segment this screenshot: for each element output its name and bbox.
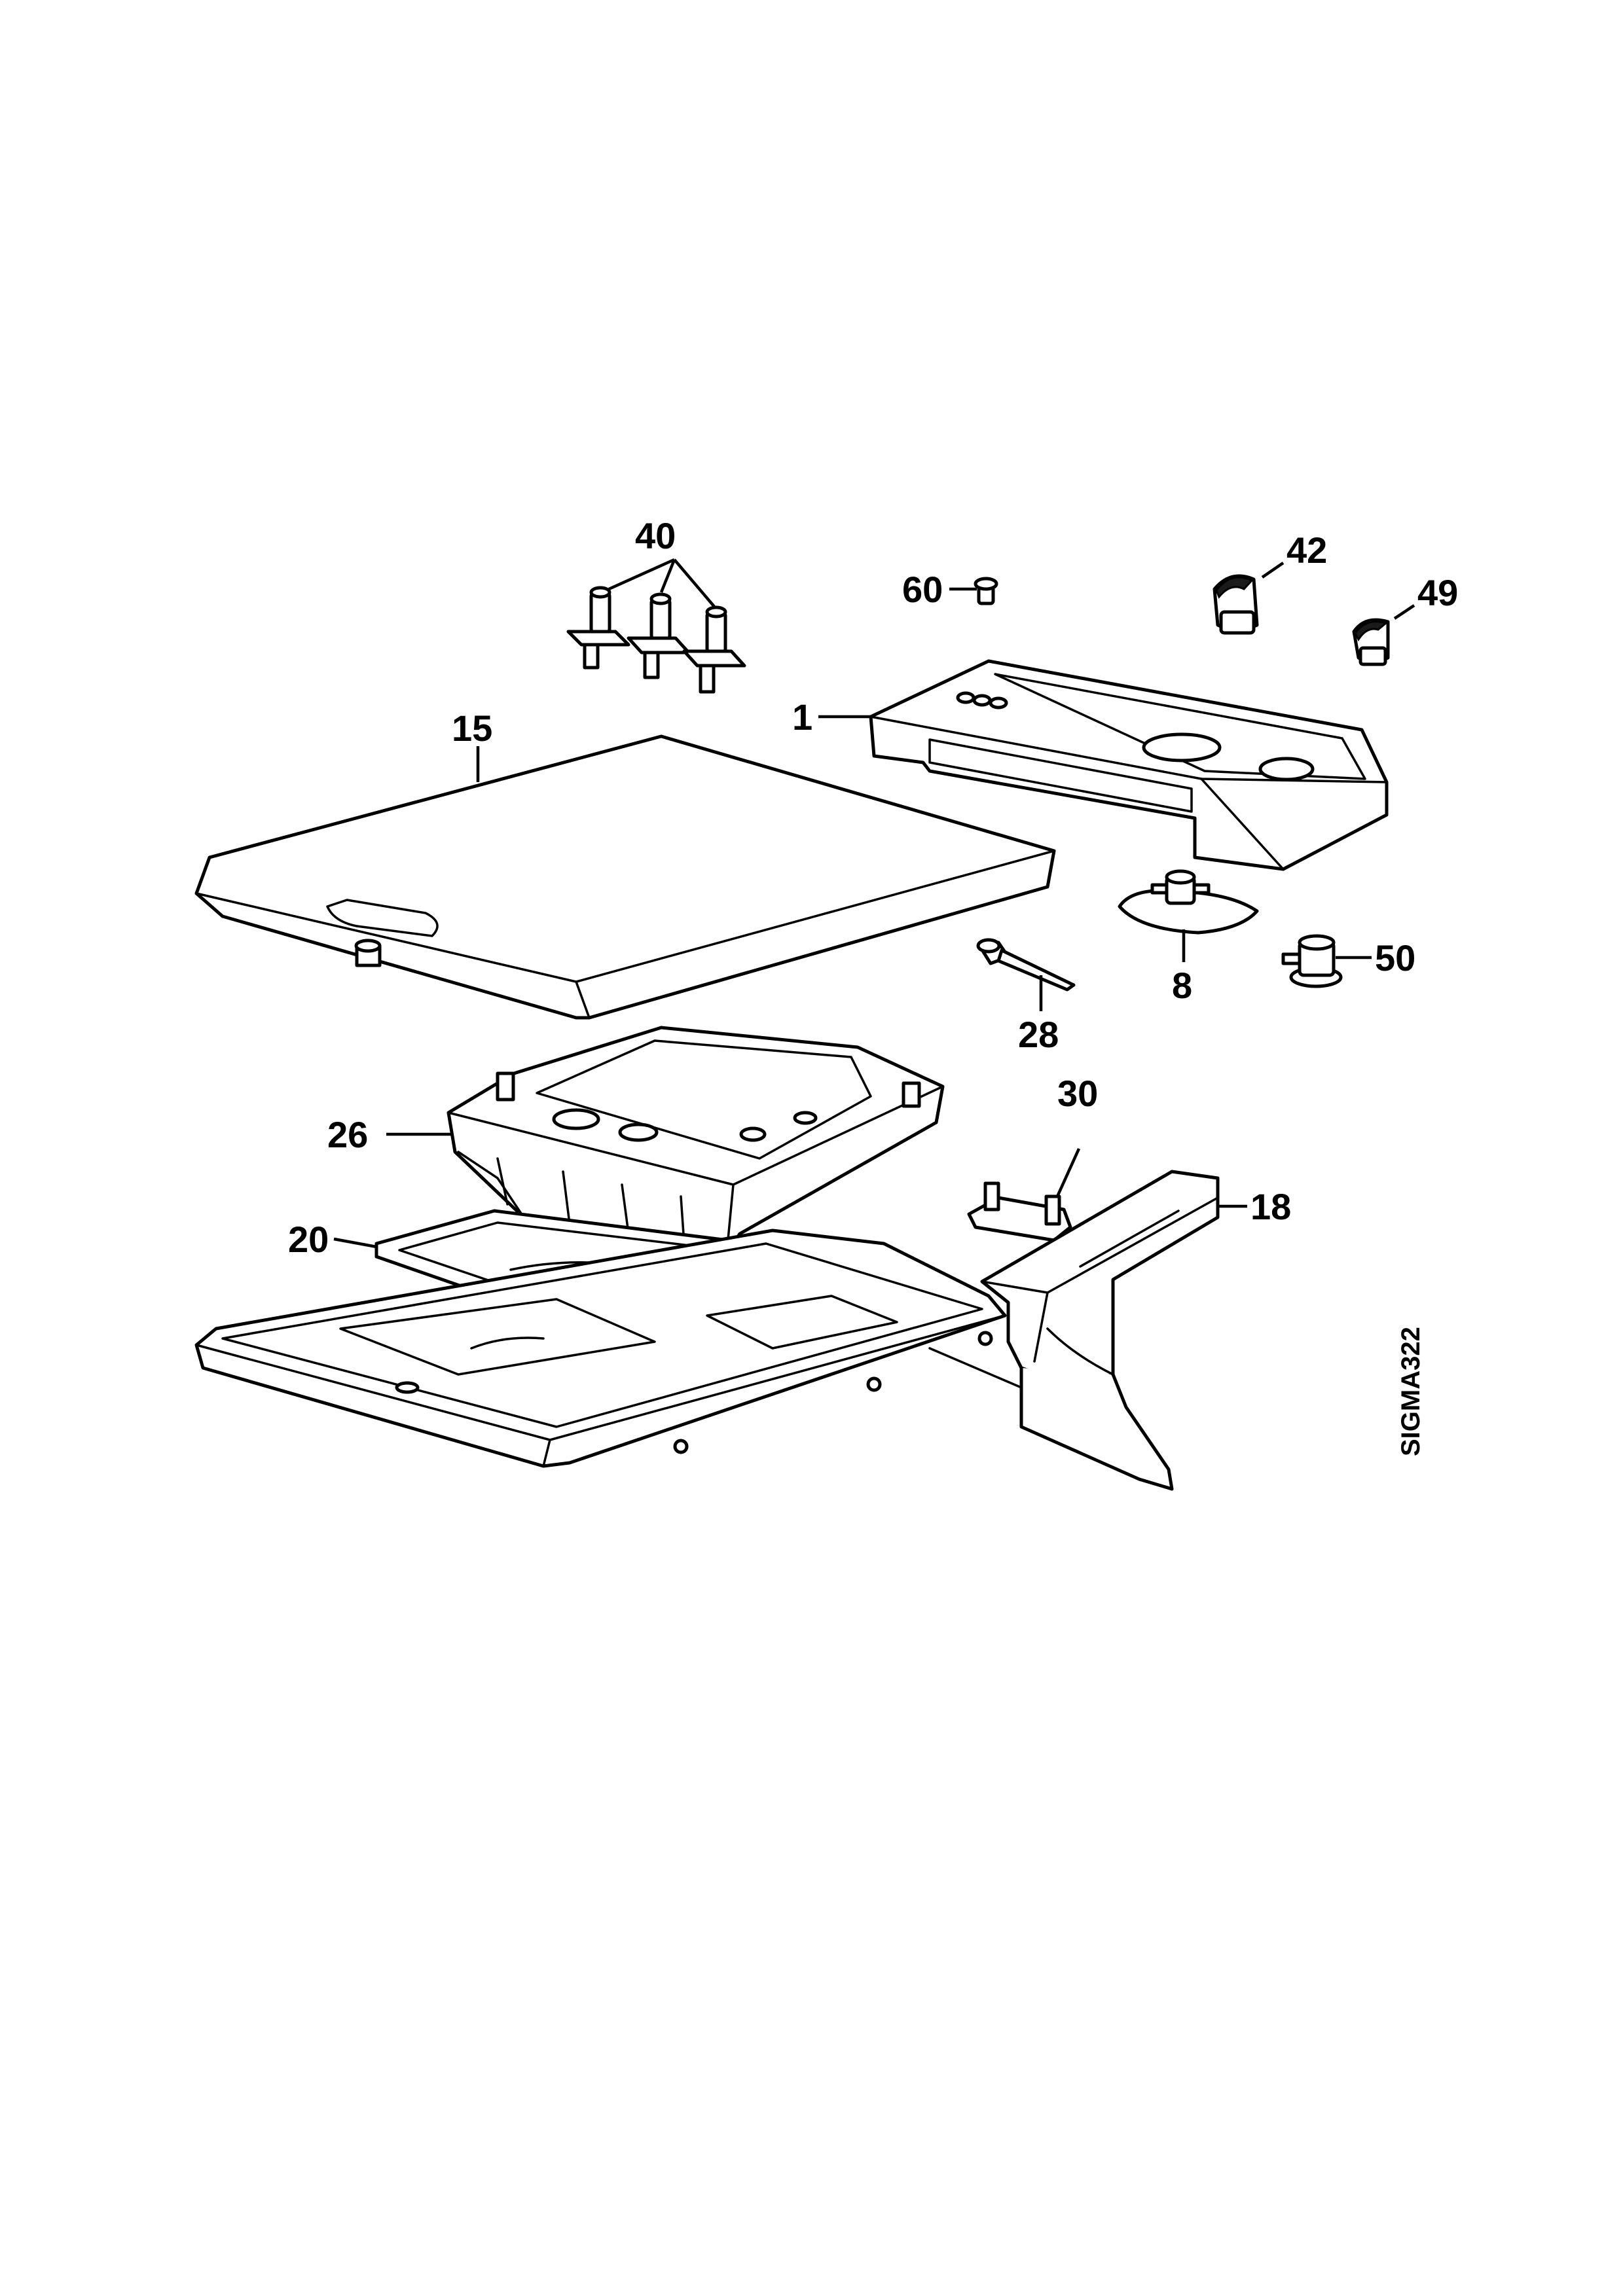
callout-15: 15: [452, 708, 492, 749]
callout-28: 28: [1018, 1014, 1059, 1055]
callout-8: 8: [1172, 965, 1192, 1006]
part-30-clip: [967, 1148, 1081, 1242]
part-50-fitting: [1281, 934, 1372, 988]
part-28-pin: [976, 938, 1076, 1011]
button-b: [627, 592, 691, 679]
part-15-worktop: [194, 734, 1056, 1020]
callout-1: 1: [792, 696, 812, 738]
callout-26: 26: [327, 1114, 368, 1155]
callout-30: 30: [1057, 1073, 1098, 1114]
callout-50: 50: [1375, 937, 1415, 978]
part-49-knob: [1352, 618, 1390, 666]
part-60-plug: [949, 577, 998, 605]
button-c: [682, 605, 746, 694]
part-42-knob: [1213, 574, 1259, 635]
callout-18: 18: [1250, 1186, 1291, 1227]
part-40-buttons: [566, 558, 746, 694]
part-26-dispenser: [447, 1026, 945, 1255]
callout-42: 42: [1286, 529, 1327, 571]
button-a: [566, 586, 630, 670]
diagram-code: SIGMA322: [1396, 1327, 1425, 1456]
callout-60: 60: [902, 569, 943, 610]
callout-40: 40: [635, 515, 676, 556]
part-8-selector: [1118, 869, 1259, 962]
callout-49: 49: [1417, 572, 1458, 613]
part-1-control-panel: [869, 659, 1389, 871]
base-frame: [194, 1229, 1023, 1468]
callout-20: 20: [288, 1219, 329, 1260]
part-18-bracket: [980, 1170, 1220, 1491]
